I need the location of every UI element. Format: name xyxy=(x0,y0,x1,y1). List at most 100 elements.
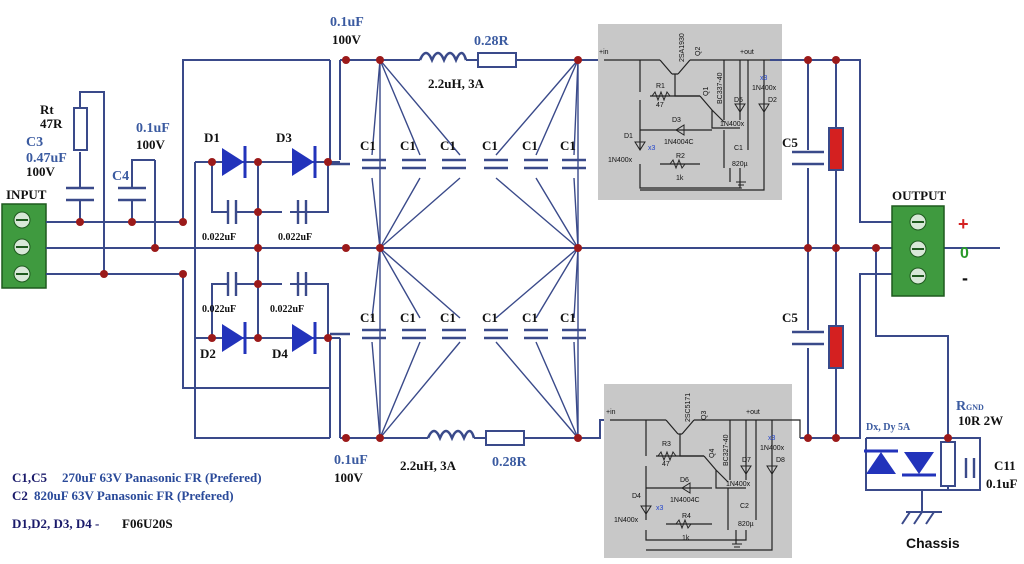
rt-q2: Q2 xyxy=(695,47,702,56)
c1-top-4: C1 xyxy=(482,138,498,153)
rt-in: +in xyxy=(599,49,609,56)
input-connector xyxy=(1,203,47,289)
rt-q2-part: 2SA1930 xyxy=(679,33,686,62)
rb-c2-val: 820µ xyxy=(738,521,754,528)
ind-top-label: 2.2uH, 3A xyxy=(428,76,485,91)
rb-out: +out xyxy=(746,409,760,416)
rb-1n400a: 1N400x xyxy=(760,445,785,452)
c1-caps-bot xyxy=(362,328,586,340)
snub-top-left: 0.022uF xyxy=(202,232,236,243)
cap-bot-value: 0.1uF xyxy=(334,453,368,468)
bleeder-resistor-top xyxy=(828,127,844,171)
rgnd-main: R xyxy=(956,399,967,414)
c3-voltage: 100V xyxy=(26,164,56,179)
c11-value: 0.1uF xyxy=(986,476,1017,491)
snub-bot-left: 0.022uF xyxy=(202,304,236,315)
output-label: OUTPUT xyxy=(892,188,947,203)
rb-q3-part: 2SC5171 xyxy=(685,393,692,422)
diode-d1 xyxy=(222,146,247,178)
note-2-parts: C2 xyxy=(12,488,28,503)
cap-top-value: 0.1uF xyxy=(330,15,364,30)
cap-top-voltage: 100V xyxy=(332,32,362,47)
rt-1n400c: 1N400x xyxy=(720,121,745,128)
rt-d3: D3 xyxy=(672,117,681,124)
capacitor-bank-wiring xyxy=(371,59,579,439)
output-minus: - xyxy=(962,268,968,288)
input-label: INPUT xyxy=(6,187,47,202)
rt-d2: D2 xyxy=(768,97,777,104)
rb-r3-val: 47 xyxy=(662,461,670,468)
rt-out: +out xyxy=(740,49,754,56)
d2-label: D2 xyxy=(200,346,216,361)
regulator-top xyxy=(598,24,782,200)
rt-value: 47R xyxy=(40,116,63,131)
c1-bot-2: C1 xyxy=(400,310,416,325)
note-3-parts: D1,D2, D3, D4 - xyxy=(12,516,99,531)
rt-r1-val: 47 xyxy=(656,102,664,109)
rt-d3-part: 1N4004C xyxy=(664,139,694,146)
note-1-parts: C1,C5 xyxy=(12,470,48,485)
c5-bot-label: C5 xyxy=(782,310,798,325)
c1-bot-1: C1 xyxy=(360,310,376,325)
ind-bot-label: 2.2uH, 3A xyxy=(400,458,457,473)
rb-q3: Q3 xyxy=(701,411,708,420)
d1-label: D1 xyxy=(204,130,220,145)
output-zero: 0 xyxy=(960,245,969,262)
note-2-text: 820uF 63V Panasonic FR (Prefered) xyxy=(34,488,234,503)
inductor-bot xyxy=(426,429,476,442)
rt-r2-val: 1k xyxy=(676,175,684,182)
rt-x3b: x3 xyxy=(648,145,656,152)
note-1-text: 270uF 63V Panasonic FR (Prefered) xyxy=(62,470,262,485)
c1-top-5: C1 xyxy=(522,138,538,153)
rt-1n400a: 1N400x xyxy=(752,85,777,92)
chassis-label: Chassis xyxy=(906,535,960,551)
rt-r1: R1 xyxy=(656,83,665,90)
regulator-bot xyxy=(604,384,801,558)
rb-r3: R3 xyxy=(662,441,671,448)
rb-c2: C2 xyxy=(740,503,749,510)
rt-1n400b: 1N400x xyxy=(608,157,633,164)
c4-voltage: 100V xyxy=(136,137,166,152)
bleeder-resistor-bot xyxy=(828,325,844,369)
output-plus: + xyxy=(958,214,969,234)
rb-r4-val: 1k xyxy=(682,535,690,542)
rb-x3a: x3 xyxy=(768,435,776,442)
res-bot-label: 0.28R xyxy=(492,455,528,470)
c1-bot-6: C1 xyxy=(560,310,576,325)
rb-d6: D6 xyxy=(680,477,689,484)
dxdy-label: Dx, Dy 5A xyxy=(866,422,911,433)
rgnd-sub: GND xyxy=(966,403,984,412)
d3-label: D3 xyxy=(276,130,292,145)
rt-name: Rt xyxy=(40,102,54,117)
c3-name: C3 xyxy=(26,135,43,150)
rt-d5: D5 xyxy=(734,97,743,104)
diode-d2 xyxy=(222,322,247,354)
snub-top-right: 0.022uF xyxy=(278,232,312,243)
c3-value: 0.47uF xyxy=(26,151,67,166)
rt-resistor xyxy=(73,107,88,151)
c1-caps-top xyxy=(362,158,586,170)
rt-r2: R2 xyxy=(676,153,685,160)
node-dots xyxy=(76,56,952,442)
rb-d8: D8 xyxy=(776,457,785,464)
rt-q1-part: BC337-40 xyxy=(717,72,724,104)
c1-top-2: C1 xyxy=(400,138,416,153)
c5-top-label: C5 xyxy=(782,135,798,150)
res-top-label: 0.28R xyxy=(474,34,510,49)
rgnd-resistor xyxy=(940,441,956,487)
note-3-text: F06U20S xyxy=(122,516,173,531)
snub-bot-right: 0.022uF xyxy=(270,304,304,315)
rb-1n400b: 1N400x xyxy=(614,517,639,524)
rt-x3a: x3 xyxy=(760,75,768,82)
rb-d4: D4 xyxy=(632,493,641,500)
c1-bot-4: C1 xyxy=(482,310,498,325)
output-connector xyxy=(891,205,945,297)
rb-r4: R4 xyxy=(682,513,691,520)
diode-dx xyxy=(864,449,898,474)
c11-name: C11 xyxy=(994,458,1016,473)
rb-1n400c: 1N400x xyxy=(726,481,751,488)
c1-top-3: C1 xyxy=(440,138,456,153)
diode-dy xyxy=(902,452,936,477)
inductor-top xyxy=(418,51,468,64)
